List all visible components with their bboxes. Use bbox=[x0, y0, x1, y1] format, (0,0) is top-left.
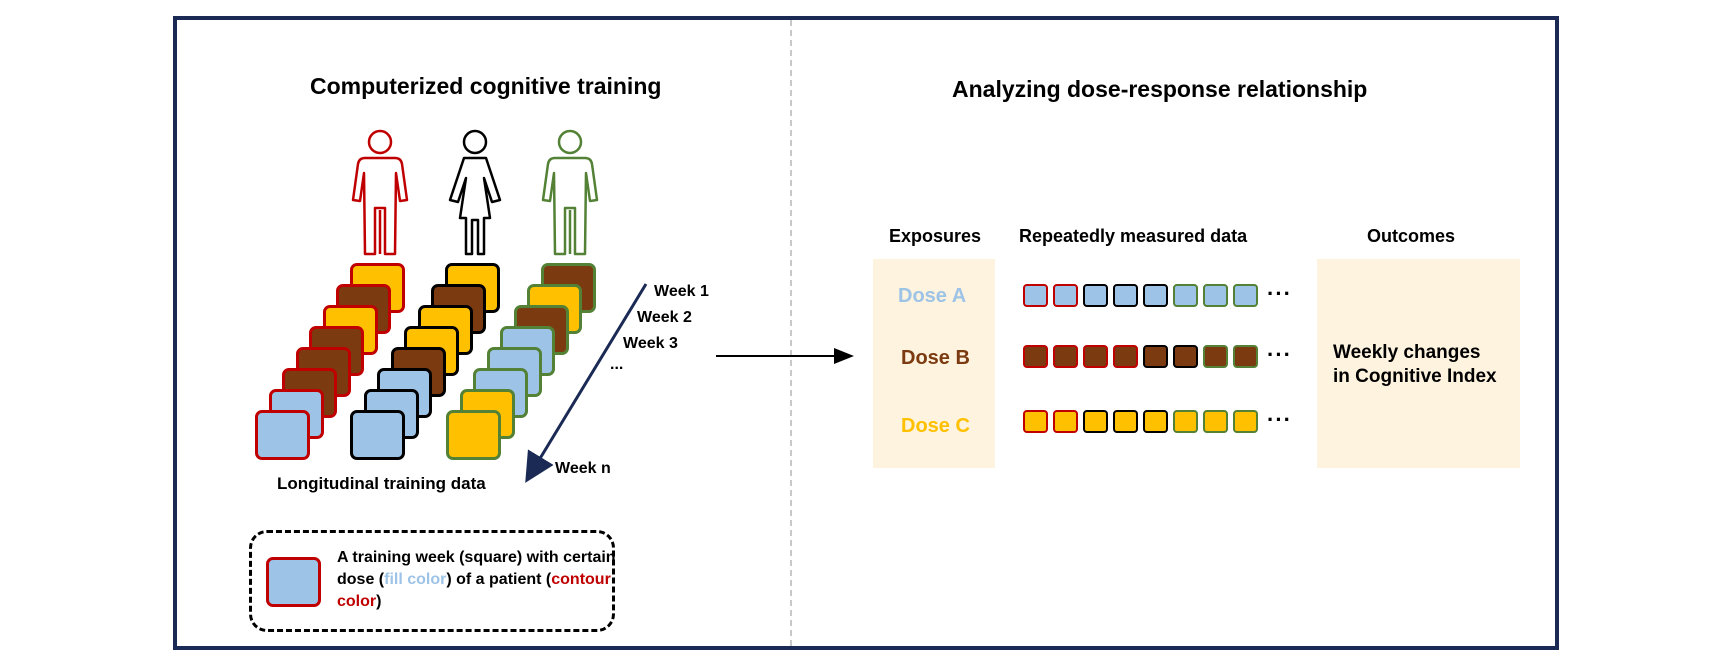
legend-box bbox=[249, 530, 615, 632]
dose-c-measure-1 bbox=[1023, 410, 1048, 433]
panel-divider bbox=[790, 20, 792, 646]
left-panel-title: Computerized cognitive training bbox=[310, 73, 662, 99]
dose-b-measure-5 bbox=[1143, 345, 1168, 368]
person-female-icon bbox=[448, 129, 502, 256]
dose-b-measure-3 bbox=[1083, 345, 1108, 368]
row-b-ellipsis: ··· bbox=[1267, 342, 1292, 367]
exposures-box bbox=[873, 259, 995, 468]
dose-c-measure-8 bbox=[1233, 410, 1258, 433]
legend-text: A training week (square) with certain do… bbox=[337, 547, 617, 613]
dose-a-measure-1 bbox=[1023, 284, 1048, 307]
dose-a-label: Dose A bbox=[898, 285, 967, 307]
dose-a-measure-8 bbox=[1233, 284, 1258, 307]
longitudinal-data-label: Longitudinal training data bbox=[277, 474, 486, 493]
dose-a-measure-6 bbox=[1173, 284, 1198, 307]
outcomes-box bbox=[1317, 259, 1520, 468]
dose-c-measure-3 bbox=[1083, 410, 1108, 433]
person-male-icon bbox=[351, 129, 409, 256]
right-panel-title: Analyzing dose-response relationship bbox=[952, 76, 1368, 102]
dose-b-measure-6 bbox=[1173, 345, 1198, 368]
dose-a-measure-7 bbox=[1203, 284, 1228, 307]
patient-3-week-square-8 bbox=[446, 410, 501, 460]
dose-b-label: Dose B bbox=[901, 347, 970, 369]
outcome-text: Weekly changes in Cognitive Index bbox=[1333, 341, 1497, 389]
dose-c-measure-7 bbox=[1203, 410, 1228, 433]
legend-fill-color-word: fill color bbox=[384, 571, 447, 588]
dose-a-measure-5 bbox=[1143, 284, 1168, 307]
outcomes-header: Outcomes bbox=[1367, 226, 1456, 246]
row-a-ellipsis: ··· bbox=[1267, 281, 1292, 306]
outcome-line-2: in Cognitive Index bbox=[1333, 366, 1497, 387]
week-label-3: Week 3 bbox=[623, 335, 678, 352]
dose-c-measure-4 bbox=[1113, 410, 1138, 433]
dose-c-measure-6 bbox=[1173, 410, 1198, 433]
outcome-line-1: Weekly changes bbox=[1333, 342, 1481, 363]
dose-a-measure-4 bbox=[1113, 284, 1138, 307]
dose-b-measure-7 bbox=[1203, 345, 1228, 368]
dose-b-measure-1 bbox=[1023, 345, 1048, 368]
dose-a-measure-2 bbox=[1053, 284, 1078, 307]
exposures-header: Exposures bbox=[889, 226, 982, 246]
legend-text-part-1: A training week (square) with certain do… bbox=[337, 549, 616, 588]
row-c-ellipsis: ··· bbox=[1267, 407, 1292, 432]
dose-b-measure-2 bbox=[1053, 345, 1078, 368]
dose-c-measure-5 bbox=[1143, 410, 1168, 433]
dose-c-label: Dose C bbox=[901, 415, 970, 437]
dose-a-measure-3 bbox=[1083, 284, 1108, 307]
legend-text-part-3: ) bbox=[376, 593, 382, 610]
dose-c-measure-2 bbox=[1053, 410, 1078, 433]
dose-b-measure-4 bbox=[1113, 345, 1138, 368]
week-label-n: Week n bbox=[555, 460, 611, 477]
legend-square-icon bbox=[266, 557, 321, 607]
dose-b-measure-8 bbox=[1233, 345, 1258, 368]
person-male-icon bbox=[541, 129, 599, 256]
week-ellipsis: ... bbox=[610, 356, 624, 373]
legend-text-part-2: ) of a patient ( bbox=[446, 571, 552, 588]
week-label-2: Week 2 bbox=[637, 309, 692, 326]
week-label-1: Week 1 bbox=[654, 283, 709, 300]
patient-2-week-square-8 bbox=[350, 410, 405, 460]
patient-1-week-square-8 bbox=[255, 410, 310, 460]
week-timeline-arrow bbox=[525, 283, 648, 483]
legend-contour-color-word: contour color bbox=[337, 571, 611, 610]
repeated-data-header: Repeatedly measured data bbox=[1019, 226, 1248, 246]
